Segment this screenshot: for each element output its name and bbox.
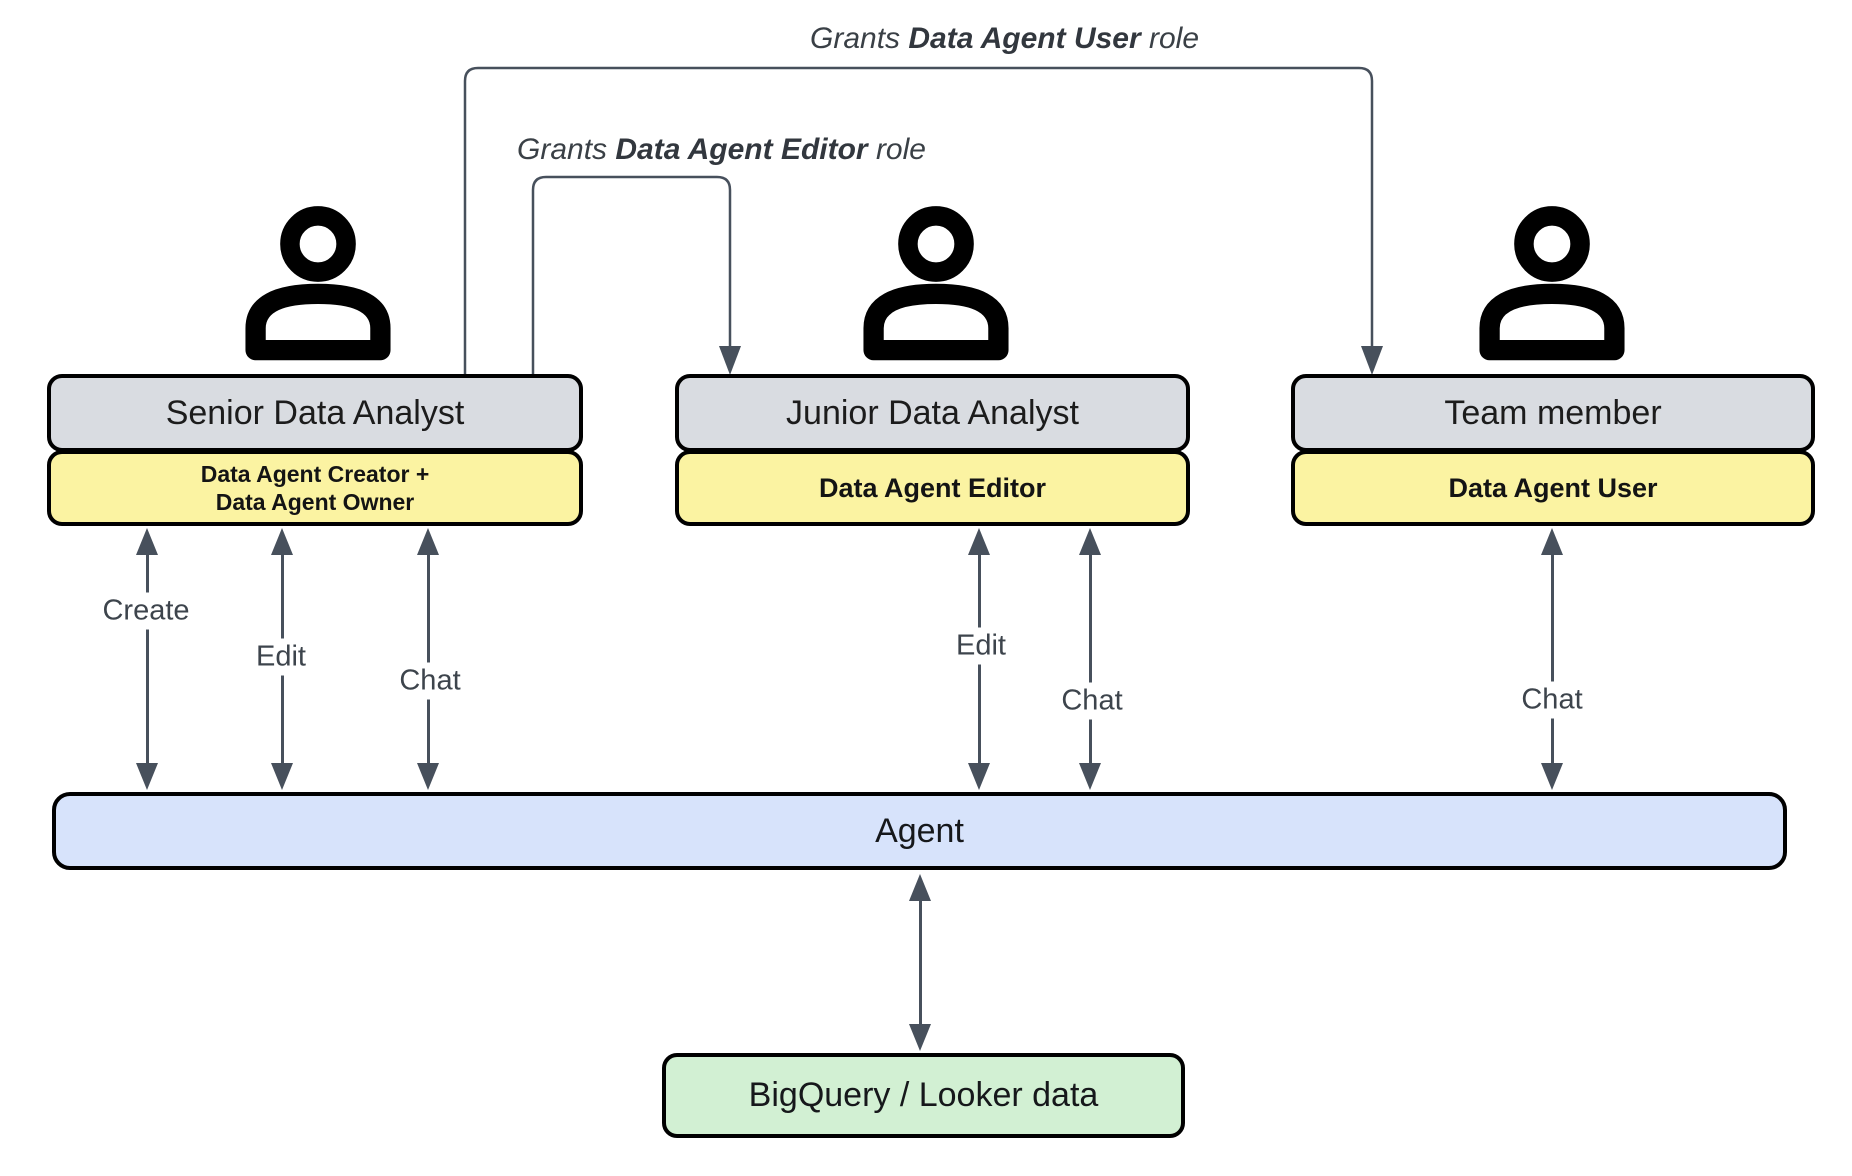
senior-data-analyst-box: Senior Data Analyst <box>47 374 583 452</box>
agent-datastore-arrow <box>909 874 931 1051</box>
junior-chat-label: Chat <box>1052 682 1132 720</box>
arrowhead-down-icon <box>909 1024 931 1051</box>
arrowhead-down-icon <box>1079 763 1101 790</box>
elbow-arrow-icon <box>531 175 732 375</box>
person-icon <box>245 206 391 361</box>
arrowhead-down-icon <box>719 346 741 375</box>
arrowhead-down-icon <box>271 763 293 790</box>
arrowhead-down-icon <box>136 763 158 790</box>
create-label: Create <box>93 592 199 630</box>
role-line: Data Agent Editor <box>818 473 1046 503</box>
arrowhead-down-icon <box>1361 346 1383 375</box>
senior-chat-arrow <box>417 528 439 790</box>
arrow-line <box>426 546 430 772</box>
role-line: Data Agent Creator + <box>200 461 430 487</box>
bigquery-looker-data-box: BigQuery / Looker data <box>662 1053 1185 1138</box>
arrowhead-up-icon <box>271 528 293 555</box>
arrowhead-up-icon <box>417 528 439 555</box>
junior-edit-label: Edit <box>947 627 1015 665</box>
arrow-line <box>1550 546 1554 772</box>
arrowhead-up-icon <box>968 528 990 555</box>
person-icon <box>863 206 1009 361</box>
arrow-line <box>1088 546 1092 772</box>
grants-editor-elbow-arrow <box>531 175 741 375</box>
arrow-line <box>918 892 922 1033</box>
senior-role-box: Data Agent Creator + Data Agent Owner <box>47 450 583 526</box>
junior-data-analyst-box: Junior Data Analyst <box>675 374 1190 452</box>
role-line: Data Agent User <box>1448 473 1658 503</box>
junior-role-box: Data Agent Editor <box>675 450 1190 526</box>
role-line: Data Agent Owner <box>215 489 415 515</box>
arrowhead-down-icon <box>1541 763 1563 790</box>
team-role-box: Data Agent User <box>1291 450 1815 526</box>
arrowhead-up-icon <box>909 874 931 901</box>
grants-editor-role-label: Grants Data Agent Editor role <box>513 133 930 166</box>
arrowhead-up-icon <box>136 528 158 555</box>
arrow-line <box>145 546 149 772</box>
junior-chat-arrow <box>1079 528 1101 790</box>
create-arrow <box>136 528 158 790</box>
arrowhead-down-icon <box>417 763 439 790</box>
team-chat-label: Chat <box>1512 681 1592 719</box>
person-icon <box>1479 206 1625 361</box>
arrowhead-up-icon <box>1079 528 1101 555</box>
team-chat-arrow <box>1541 528 1563 790</box>
grants-user-role-label: Grants Data Agent User role <box>806 22 1204 55</box>
agent-box: Agent <box>52 792 1787 870</box>
senior-chat-label: Chat <box>390 662 470 700</box>
senior-edit-label: Edit <box>247 638 315 676</box>
arrowhead-down-icon <box>968 763 990 790</box>
arrowhead-up-icon <box>1541 528 1563 555</box>
team-member-box: Team member <box>1291 374 1815 452</box>
